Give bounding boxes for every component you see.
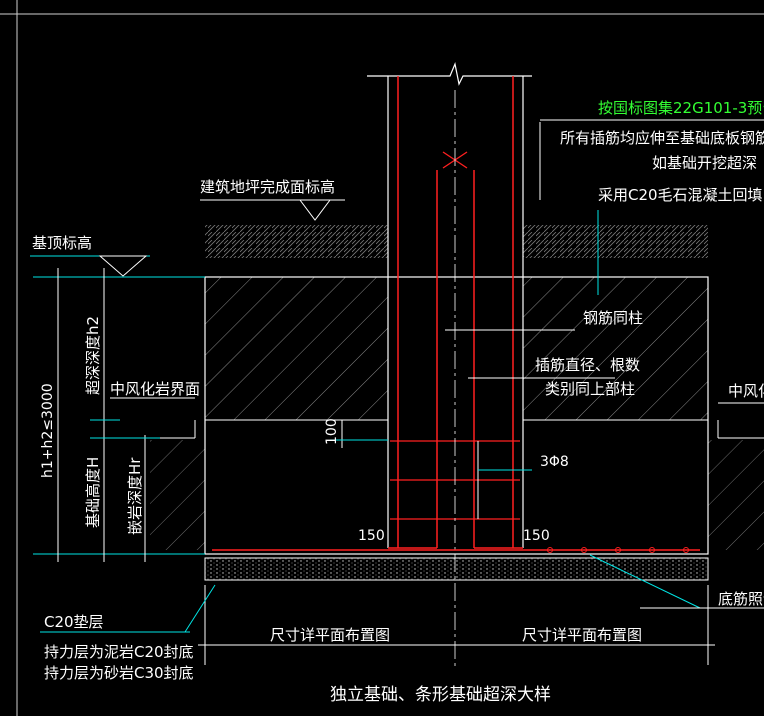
atlas-reference-label: 按国标图集22G101-3预留: [598, 99, 764, 117]
floor-slab-left: [205, 225, 388, 258]
floor-elevation-label: 建筑地坪完成面标高: [200, 178, 335, 196]
rock-face-label-right: 中风化岩: [728, 382, 764, 400]
embed-depth-label: 嵌岩深度Hr: [126, 457, 144, 535]
backfill-note: 采用C20毛石混凝土回填: [598, 186, 763, 204]
top-level-marker: [98, 255, 148, 277]
total-height-label: h1+h2≤3000: [40, 383, 56, 478]
cushion-note-sandstone: 持力层为砂岩C30封底: [44, 664, 194, 682]
floor-level-marker: [299, 199, 331, 221]
overdig-depth-label: 超深深度h2: [84, 316, 102, 395]
top-elevation-label: 基顶标高: [32, 234, 92, 252]
overdig-note: 如基础开挖超深: [652, 154, 757, 172]
foundation-height-label: 基础高度H: [84, 457, 102, 528]
dim-150-left: 150: [358, 528, 385, 544]
rock-face-label-left: 中风化岩界面: [110, 380, 200, 398]
size-note-left: 尺寸详平面布置图: [270, 626, 390, 644]
dowel-diameter-label: 插筋直径、根数: [535, 356, 640, 374]
dim-100-label: 100: [324, 418, 340, 445]
column-break-line: [367, 61, 532, 86]
rock-left: [150, 440, 205, 550]
cushion-note-mudstone: 持力层为泥岩C20封底: [44, 643, 194, 661]
rebar-extend-note: 所有插筋均应伸至基础底板钢筋网上: [560, 129, 764, 147]
size-note-right: 尺寸详平面布置图: [522, 626, 642, 644]
backfill-right: [523, 277, 708, 420]
same-column-label: 类别同上部柱: [545, 380, 635, 398]
foundation-outline: [204, 276, 709, 555]
cushion-label: C20垫层: [44, 613, 104, 631]
drawing-title: 独立基础、条形基础超深大样: [330, 685, 551, 705]
backfill-left: [205, 277, 388, 420]
rock-right: [708, 440, 764, 550]
rebar-same-column-label: 钢筋同柱: [583, 309, 643, 327]
bottom-rebar-label: 底筋照设: [718, 590, 764, 608]
dim-150-right: 150: [523, 528, 550, 544]
floor-slab-right: [523, 225, 708, 258]
stirrup-label: 3Φ8: [540, 454, 569, 470]
cushion-layer: [204, 557, 709, 581]
